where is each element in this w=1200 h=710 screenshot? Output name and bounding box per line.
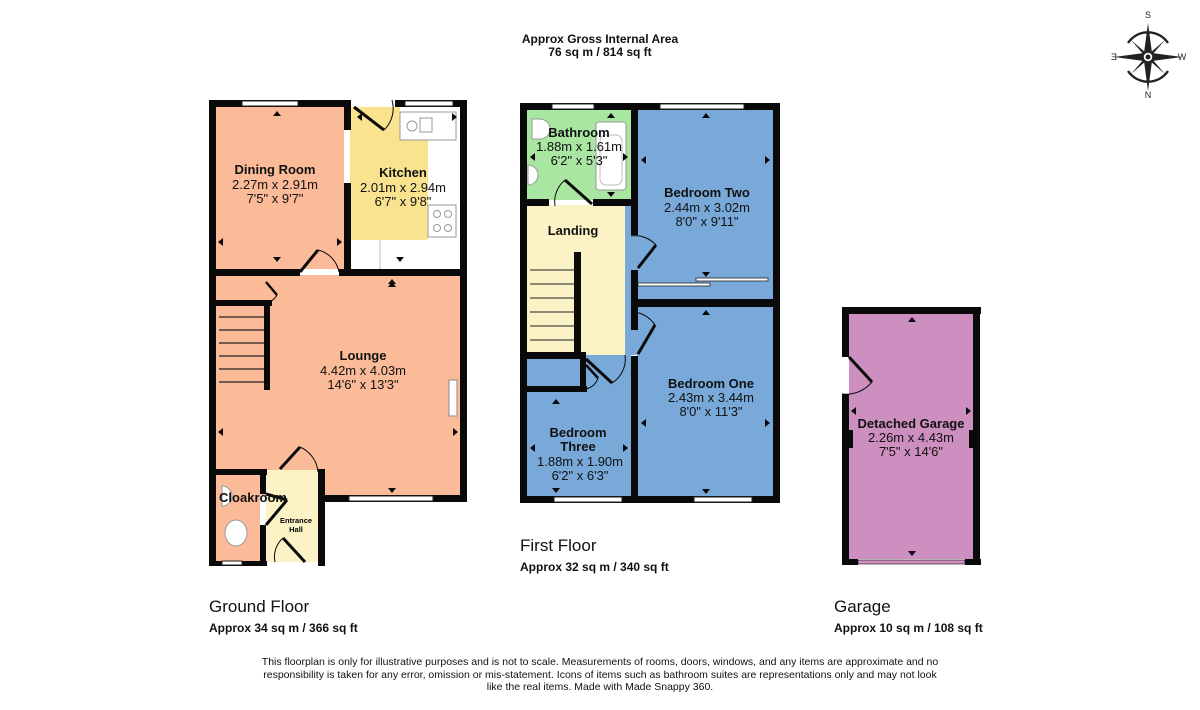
ground-floor-caption: Ground Floor Approx 34 sq m / 366 sq ft (209, 597, 358, 635)
gia-label: Approx Gross Internal Area (521, 32, 679, 46)
svg-text:1.88m x 1.90m: 1.88m x 1.90m (537, 454, 623, 469)
basin-icon (221, 485, 233, 507)
dining-room-area (216, 107, 344, 269)
bedroom-two-area (637, 110, 773, 300)
svg-text:2.43m x 3.44m: 2.43m x 3.44m (668, 390, 754, 405)
first-floor-caption: First Floor Approx 32 sq m / 340 sq ft (520, 536, 669, 574)
svg-text:6'2" x 6'3": 6'2" x 6'3" (552, 468, 609, 483)
detached-garage-label: Detached Garage (858, 416, 965, 431)
entrance-hall-label: Entrance (280, 516, 312, 525)
bedroom-three-area (527, 355, 631, 496)
svg-text:2.44m x 3.02m: 2.44m x 3.02m (664, 200, 750, 215)
svg-text:1.88m x 1.61m: 1.88m x 1.61m (536, 139, 622, 154)
measure-markers (218, 111, 458, 493)
svg-text:14'6" x 13'3": 14'6" x 13'3" (327, 377, 399, 392)
first-windows (551, 103, 753, 503)
garage-title: Garage (834, 597, 891, 616)
floorplan: Dining Room 2.27m x 2.91m 7'5" x 9'7" Ki… (209, 99, 981, 566)
toilet-icon-2 (531, 118, 551, 140)
svg-text:Three: Three (560, 439, 595, 454)
kitchen-label: Kitchen (379, 165, 427, 180)
first-walls (520, 103, 780, 503)
first-floor-title: First Floor (520, 536, 597, 555)
ground-doors (264, 99, 394, 564)
svg-text:8'0" x 11'3": 8'0" x 11'3" (679, 404, 742, 419)
cloakroom-label: Cloakroom (219, 490, 287, 505)
svg-text:7'5" x 14'6": 7'5" x 14'6" (879, 444, 943, 459)
lounge-area (216, 275, 460, 495)
stairs-icon-2 (530, 255, 574, 351)
bathroom-label: Bathroom (548, 125, 609, 140)
bedroom-two-label: Bedroom Two (664, 185, 750, 200)
basin-icon-2 (527, 164, 539, 186)
ground-floor-area: Approx 34 sq m / 366 sq ft (209, 621, 358, 635)
garage-caption: Garage Approx 10 sq m / 108 sq ft (834, 597, 983, 635)
compass-north-label: N (1145, 90, 1152, 100)
disclaimer: This floorplan is only for illustrative … (261, 656, 939, 693)
svg-text:2.01m x 2.94m: 2.01m x 2.94m (360, 180, 446, 195)
sink-icon (399, 111, 457, 141)
ground-windows (221, 100, 454, 566)
stairs-icon (219, 316, 266, 383)
compass-south-label: S (1145, 10, 1151, 20)
garage-door (857, 559, 966, 565)
bedroom-three-label: Bedroom (549, 425, 606, 440)
fireplace-icon (448, 379, 458, 417)
svg-text:8'0" x 9'11": 8'0" x 9'11" (675, 214, 738, 229)
landing-label: Landing (548, 223, 599, 238)
svg-text:7'5" x 9'7": 7'5" x 9'7" (247, 191, 304, 206)
toilet-icon (224, 519, 248, 547)
svg-text:Hall: Hall (289, 525, 303, 534)
bedroom-one-label: Bedroom One (668, 376, 754, 391)
lounge-label: Lounge (340, 348, 387, 363)
bedroom-one-area (637, 306, 773, 496)
svg-text:2.26m x 4.43m: 2.26m x 4.43m (868, 430, 954, 445)
garage-plan: Detached Garage 2.26m x 4.43m 7'5" x 14'… (841, 307, 981, 565)
svg-text:6'7" x 9'8": 6'7" x 9'8" (375, 194, 432, 209)
gross-internal-area: Approx Gross Internal Area 76 sq m / 814… (0, 33, 1200, 59)
hob-icon (427, 204, 457, 238)
compass-west-label: W (1178, 52, 1187, 62)
ground-floor-title: Ground Floor (209, 597, 310, 616)
first-floor-area: Approx 32 sq m / 340 sq ft (520, 560, 669, 574)
gia-value: 76 sq m / 814 sq ft (548, 45, 652, 59)
garage-area (849, 314, 973, 559)
first-floor-plan: Bathroom 1.88m x 1.61m 6'2" x 5'3" Bedro… (520, 103, 780, 503)
measure-markers-2 (530, 113, 770, 494)
compass-rose-icon: S N E W (1111, 10, 1187, 100)
svg-text:4.42m x 4.03m: 4.42m x 4.03m (320, 363, 406, 378)
first-doors (554, 178, 658, 390)
svg-text:6'2" x 5'3": 6'2" x 5'3" (551, 153, 608, 168)
dining-room-label: Dining Room (235, 162, 316, 177)
garage-area-text: Approx 10 sq m / 108 sq ft (834, 621, 983, 635)
ground-floor-plan: Dining Room 2.27m x 2.91m 7'5" x 9'7" Ki… (209, 99, 467, 566)
svg-text:2.27m x 2.91m: 2.27m x 2.91m (232, 177, 318, 192)
